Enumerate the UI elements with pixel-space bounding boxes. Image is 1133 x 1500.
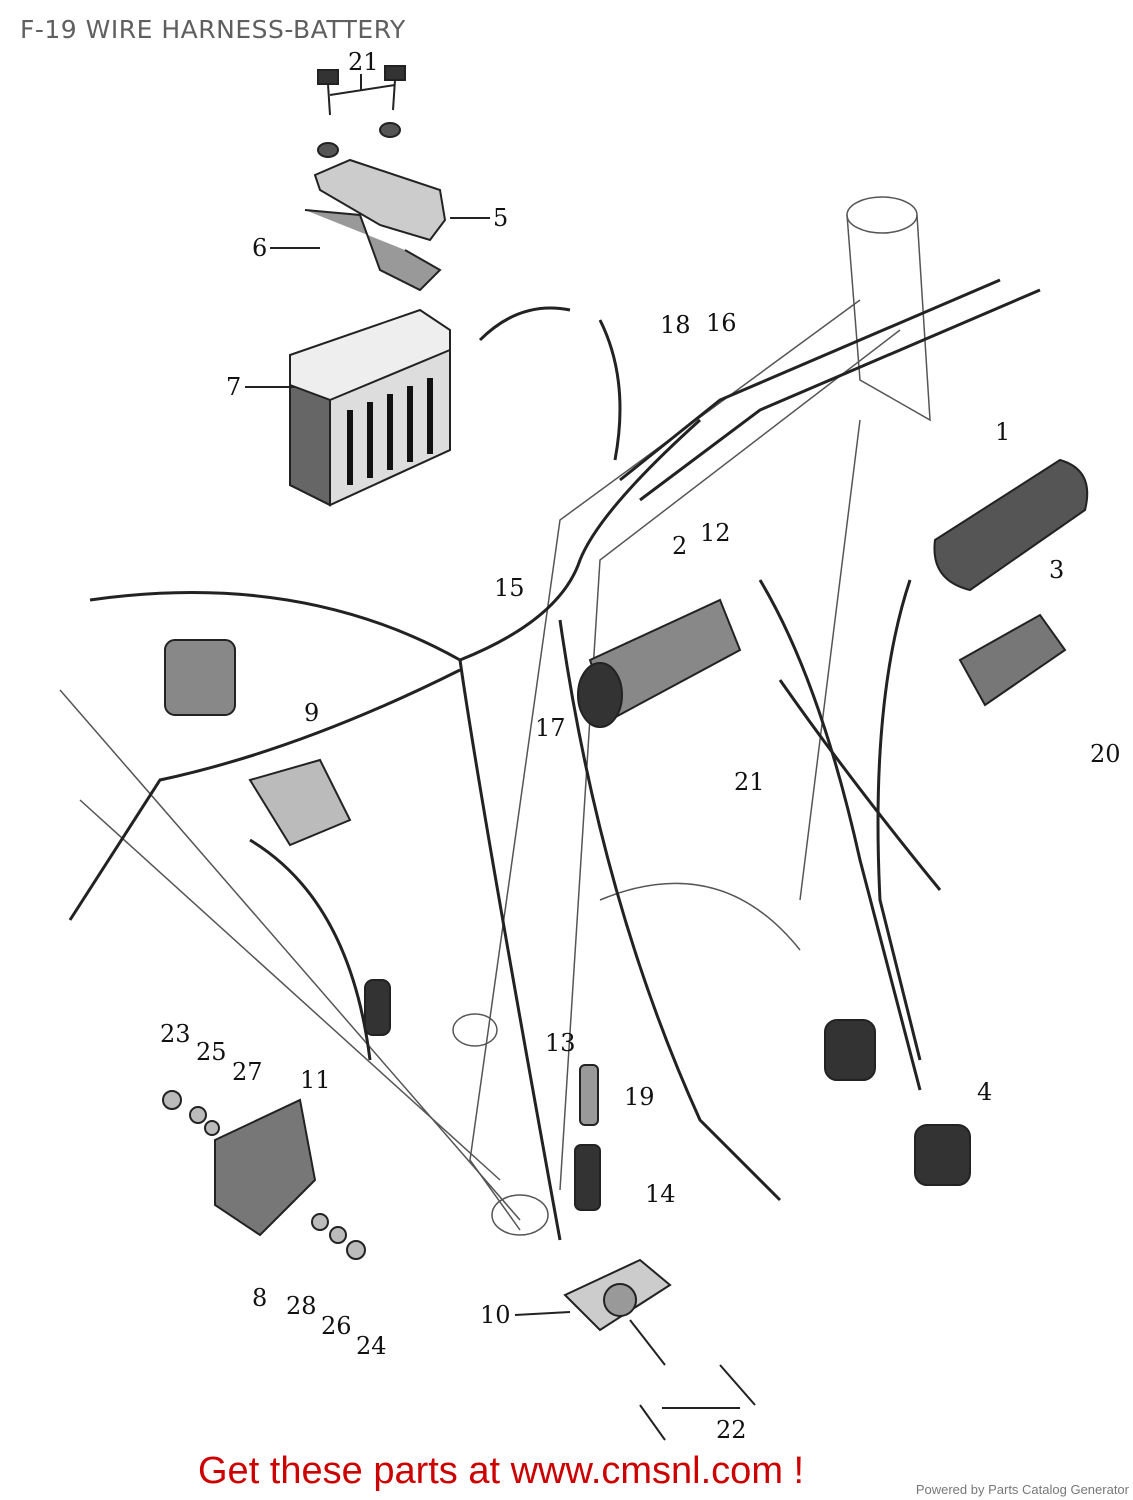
callout-5: 5 <box>493 204 509 232</box>
diagram-title: F-19 WIRE HARNESS-BATTERY <box>20 15 406 44</box>
callout-10: 10 <box>480 1301 511 1329</box>
screws-22-drawing <box>639 1364 756 1441</box>
callout-21b: 21 <box>734 768 765 796</box>
part-1-drawing <box>933 458 1089 592</box>
callout-20: 20 <box>1090 740 1121 768</box>
callout-9: 9 <box>304 699 320 727</box>
callout-28: 28 <box>286 1292 317 1320</box>
callout-2: 2 <box>672 532 688 560</box>
callout-23: 23 <box>160 1020 191 1048</box>
callout-14: 14 <box>645 1180 676 1208</box>
callout-15: 15 <box>494 574 525 602</box>
battery-bracket-drawing <box>270 158 490 292</box>
callout-11: 11 <box>300 1066 331 1094</box>
relay-drawing <box>164 639 352 847</box>
rectifier-drawing <box>162 1090 366 1260</box>
callout-24: 24 <box>356 1332 387 1360</box>
socket-10-drawing <box>514 1258 672 1366</box>
callout-21: 21 <box>348 48 379 76</box>
frame-drawing <box>59 196 931 1236</box>
callout-13: 13 <box>545 1029 576 1057</box>
callout-6: 6 <box>252 234 268 262</box>
battery-drawing <box>245 308 451 507</box>
callout-16: 16 <box>706 309 737 337</box>
callout-18: 18 <box>660 311 691 339</box>
callout-7: 7 <box>226 373 242 401</box>
plug-caps-drawing <box>364 979 971 1211</box>
callout-4: 4 <box>977 1078 993 1106</box>
callout-1: 1 <box>995 418 1011 446</box>
callout-8: 8 <box>252 1284 268 1312</box>
callout-19: 19 <box>624 1083 655 1111</box>
callout-12: 12 <box>700 519 731 547</box>
powered-by-text: Powered by Parts Catalog Generator <box>915 1482 1129 1497</box>
callout-25: 25 <box>196 1038 227 1066</box>
part-3-drawing <box>958 613 1067 707</box>
callout-3: 3 <box>1049 556 1065 584</box>
harness-drawing <box>68 278 1041 1241</box>
callout-22: 22 <box>716 1416 747 1444</box>
callout-26: 26 <box>321 1312 352 1340</box>
bolts-21-drawing <box>317 65 406 158</box>
callout-27: 27 <box>232 1058 263 1086</box>
ignition-coil-drawing <box>577 598 742 728</box>
callout-17: 17 <box>535 714 566 742</box>
get-parts-link[interactable]: Get these parts at www.cmsnl.com ! <box>198 1450 805 1492</box>
